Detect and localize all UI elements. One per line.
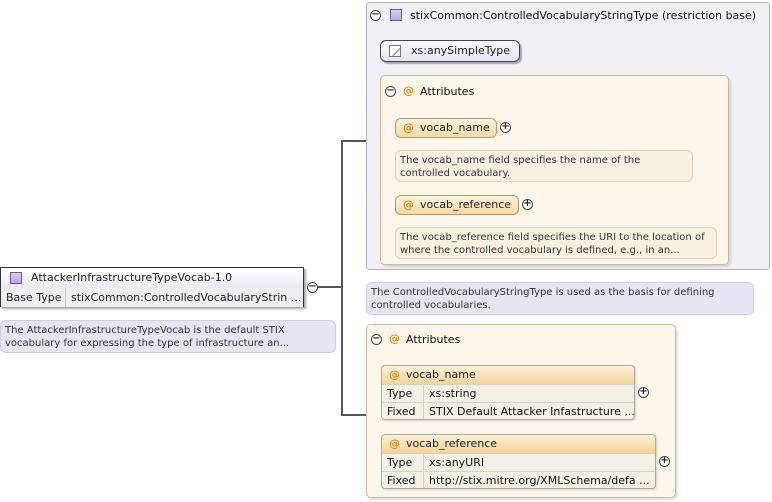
attribute-expand-toggle[interactable]: + bbox=[522, 198, 533, 210]
attribute-fixed-row: Fixed STIX Default Attacker Infastructur… bbox=[382, 402, 635, 419]
type-label: Type bbox=[387, 387, 413, 400]
attribute-at-icon: @ bbox=[389, 332, 400, 345]
attribute-name: vocab_name bbox=[406, 368, 476, 381]
restriction-collapse-toggle[interactable]: − bbox=[370, 9, 381, 21]
fixed-value: http://stix.mitre.org/XMLSchema/defa ... bbox=[429, 474, 650, 487]
attribute-card-vocab-reference[interactable]: @ vocab_reference Type xs:anyURI Fixed h… bbox=[381, 434, 656, 489]
simple-type-icon bbox=[389, 45, 401, 57]
attribute-type-row: Type xs:anyURI bbox=[382, 453, 655, 472]
row-divider bbox=[423, 454, 424, 472]
root-type-name: AttackerInfrastructureTypeVocab-1.0 bbox=[31, 271, 233, 284]
simple-type-pill[interactable]: xs:anySimpleType bbox=[380, 40, 520, 62]
base-type-row: Base Type stixCommon:ControlledVocabular… bbox=[1, 288, 303, 307]
attribute-at-icon: @ bbox=[403, 84, 414, 97]
attribute-type-row: Type xs:string bbox=[382, 384, 634, 403]
attributes-title: Attributes bbox=[406, 333, 461, 346]
restriction-base-panel: − stixCommon:ControlledVocabularyStringT… bbox=[366, 2, 770, 270]
attribute-card-header: @ vocab_name bbox=[382, 366, 634, 385]
root-collapse-toggle[interactable]: − bbox=[307, 281, 318, 293]
attribute-at-icon: @ bbox=[389, 368, 400, 381]
attribute-card-header: @ vocab_reference bbox=[382, 435, 655, 454]
root-type-box[interactable]: AttackerInfrastructureTypeVocab-1.0 Base… bbox=[0, 267, 304, 307]
connector-root-to-fork bbox=[318, 286, 342, 288]
fixed-label: Fixed bbox=[387, 405, 416, 418]
type-value: xs:anyURI bbox=[429, 456, 485, 469]
restriction-attributes-title: Attributes bbox=[420, 85, 475, 98]
attribute-name: vocab_reference bbox=[420, 198, 512, 211]
attribute-at-icon: @ bbox=[403, 198, 414, 211]
fixed-value: STIX Default Attacker Infastructure ... bbox=[429, 405, 635, 418]
restriction-annotation: The ControlledVocabularyStringType is us… bbox=[366, 282, 754, 315]
attribute-annotation: The vocab_reference field specifies the … bbox=[395, 227, 717, 259]
attribute-fixed-row: Fixed http://stix.mitre.org/XMLSchema/de… bbox=[382, 471, 655, 488]
connector-vertical-trunk bbox=[341, 140, 343, 416]
attributes-panel: − @ Attributes @ vocab_name Type xs:stri… bbox=[366, 324, 676, 498]
restriction-attributes-panel: − @ Attributes @ vocab_name + The vocab_… bbox=[380, 75, 729, 265]
base-type-label: Base Type bbox=[6, 291, 62, 304]
restriction-title: stixCommon:ControlledVocabularyStringTyp… bbox=[410, 9, 757, 22]
restriction-attributes-toggle[interactable]: − bbox=[385, 85, 396, 97]
attribute-at-icon: @ bbox=[403, 121, 414, 134]
type-value: xs:string bbox=[429, 387, 477, 400]
connector-to-attributes bbox=[341, 414, 366, 416]
attribute-expand-toggle[interactable]: + bbox=[659, 455, 670, 467]
fixed-label: Fixed bbox=[387, 474, 416, 487]
attribute-expand-toggle[interactable]: + bbox=[638, 386, 649, 398]
attribute-at-icon: @ bbox=[389, 437, 400, 450]
attribute-name: vocab_reference bbox=[406, 437, 498, 450]
attribute-annotation: The vocab_name field specifies the name … bbox=[395, 150, 693, 182]
attribute-card-vocab-name[interactable]: @ vocab_name Type xs:string Fixed STIX D… bbox=[381, 365, 635, 420]
complex-type-icon bbox=[390, 9, 402, 21]
attribute-name: vocab_name bbox=[420, 121, 490, 134]
simple-type-name: xs:anySimpleType bbox=[411, 44, 510, 57]
type-label: Type bbox=[387, 456, 413, 469]
attribute-expand-toggle[interactable]: + bbox=[500, 121, 511, 133]
attribute-vocab-reference[interactable]: @ vocab_reference bbox=[395, 195, 519, 215]
connector-to-restriction bbox=[341, 140, 366, 142]
root-annotation: The AttackerInfrastructureTypeVocab is t… bbox=[0, 320, 336, 353]
row-divider bbox=[65, 288, 66, 307]
complex-type-icon bbox=[10, 272, 22, 284]
base-type-value: stixCommon:ControlledVocabularyStrin ... bbox=[71, 291, 302, 304]
row-divider bbox=[423, 403, 424, 419]
root-type-header: AttackerInfrastructureTypeVocab-1.0 bbox=[1, 268, 303, 289]
row-divider bbox=[423, 385, 424, 403]
row-divider bbox=[423, 472, 424, 488]
attribute-vocab-name[interactable]: @ vocab_name bbox=[395, 118, 497, 138]
attributes-collapse-toggle[interactable]: − bbox=[371, 333, 382, 345]
